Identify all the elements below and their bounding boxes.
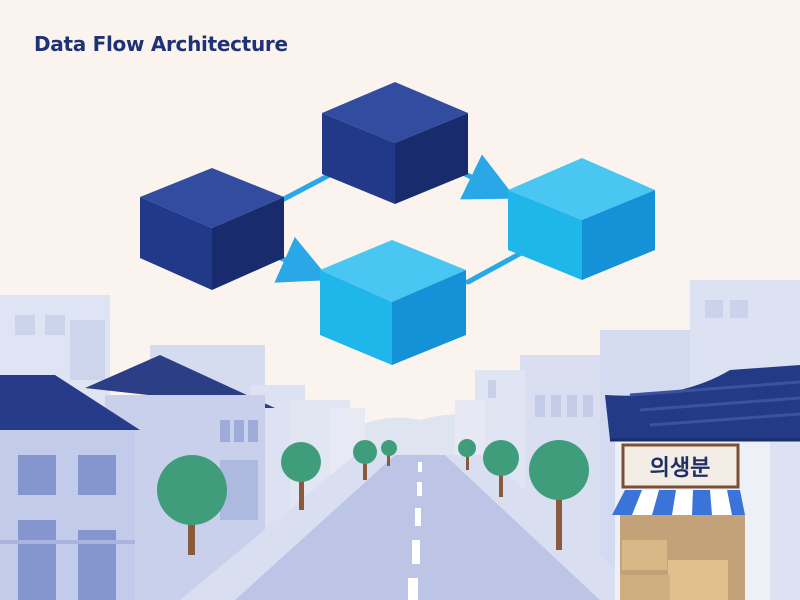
- node-cube-3: [508, 158, 655, 280]
- tree: [157, 439, 589, 555]
- diagram-title: Data Flow Architecture: [34, 32, 288, 56]
- node-cube-4: [320, 240, 466, 365]
- awning: [612, 490, 745, 515]
- shop-sign: 의생분: [650, 456, 711, 481]
- node-cube-1: [140, 168, 284, 290]
- node-cube-2: [322, 82, 468, 204]
- shop: 의생분: [605, 365, 800, 600]
- city-background: 의생분: [0, 280, 800, 600]
